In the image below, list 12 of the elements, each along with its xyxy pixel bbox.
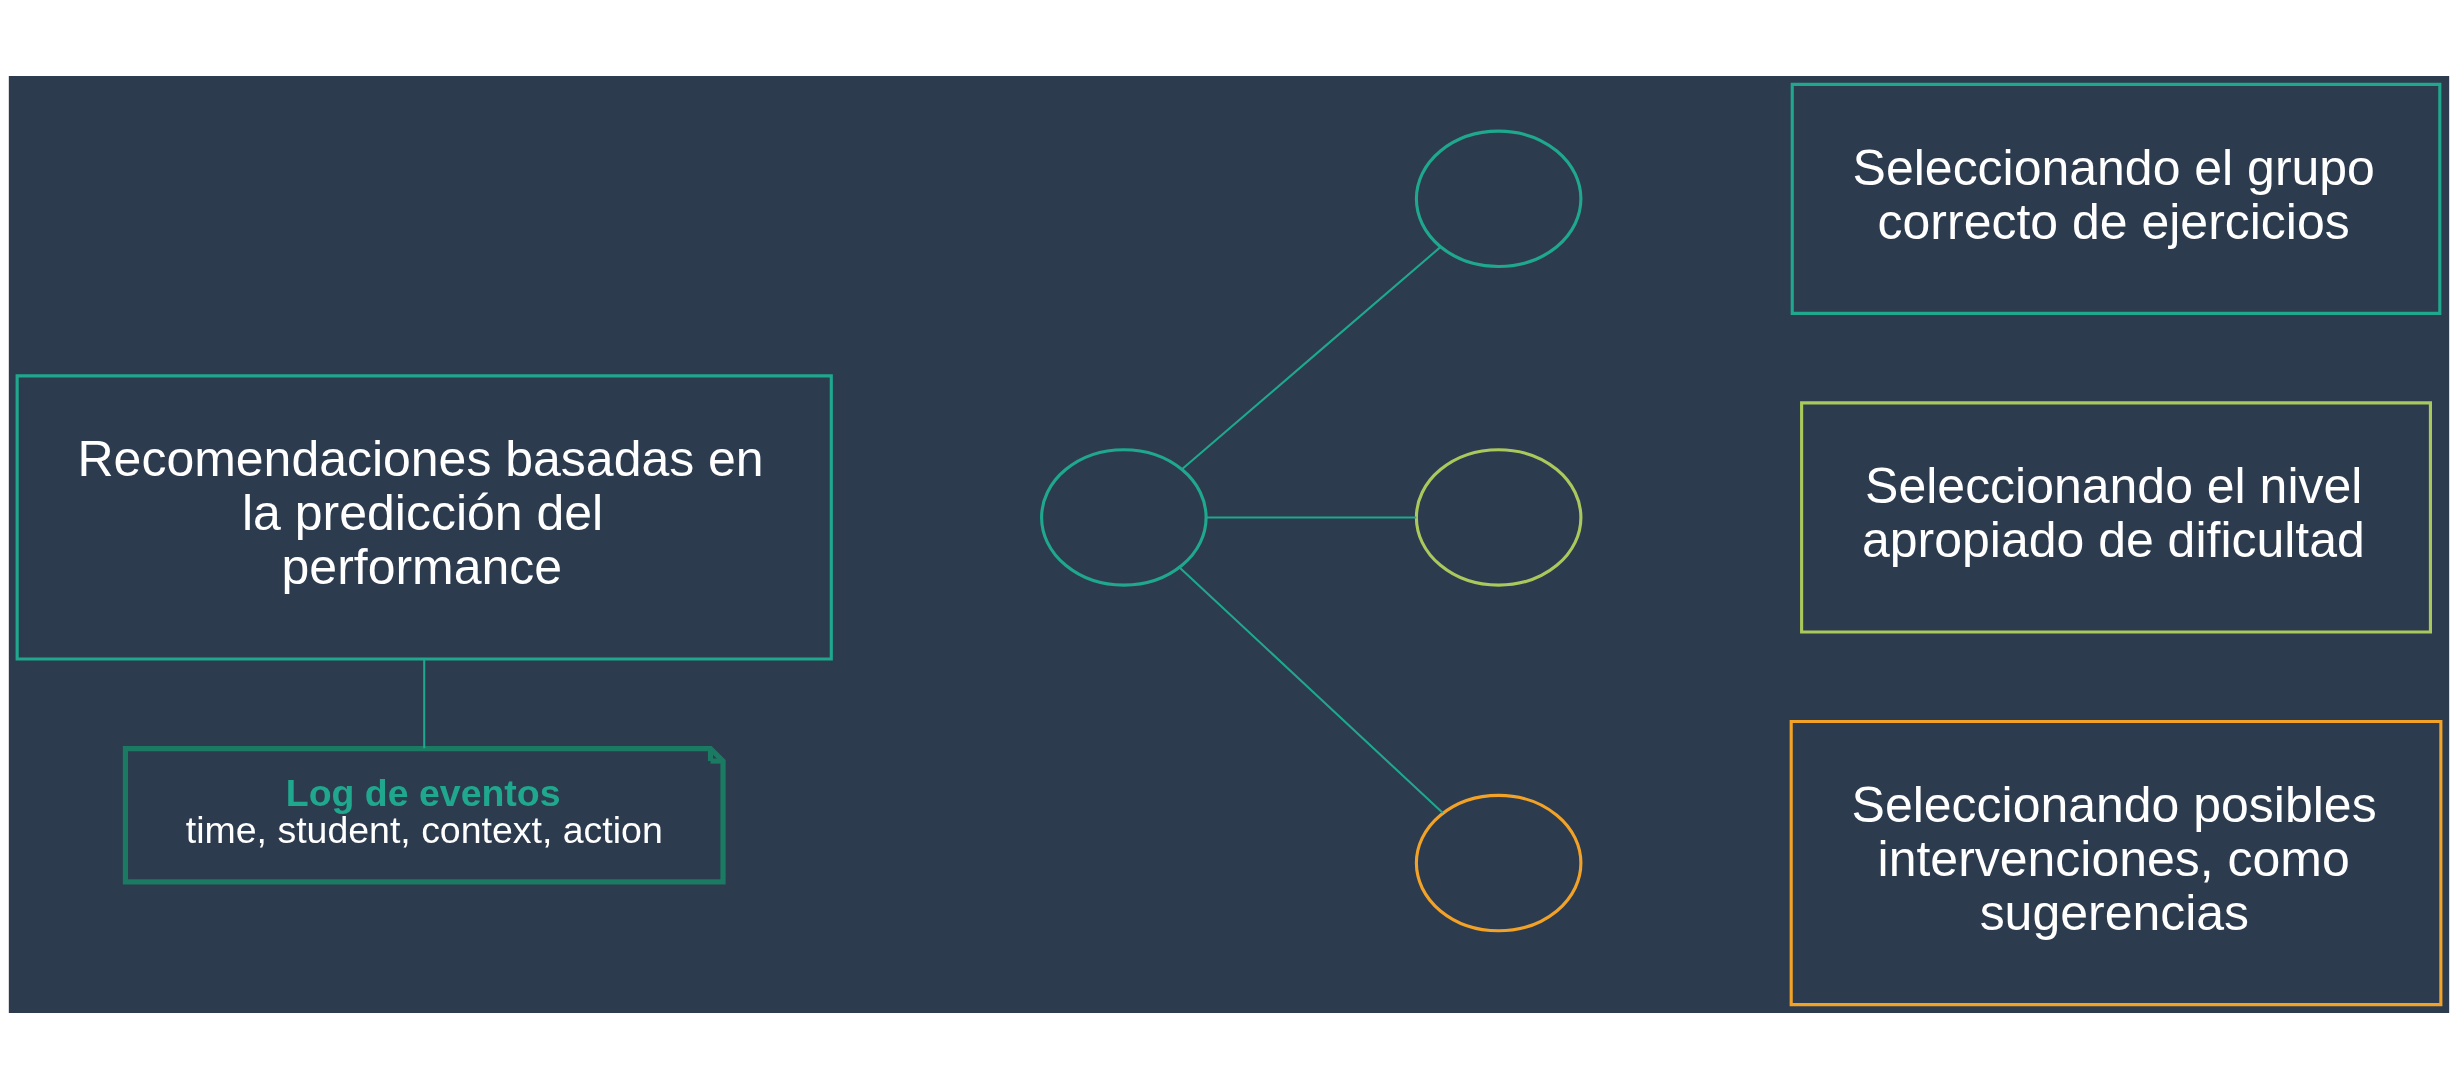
node-circle xyxy=(1414,129,1583,269)
node-circle xyxy=(1040,448,1208,587)
node-circle xyxy=(1414,793,1583,933)
connector xyxy=(1206,516,1417,519)
connector xyxy=(1181,246,1442,470)
node-circle xyxy=(1414,448,1583,587)
connector xyxy=(423,659,426,749)
node-box: Seleccionando el nivel apropiado de dificultad xyxy=(1800,401,2432,634)
node-box: Recomendaciones basadas en la predicción del performance xyxy=(15,374,833,661)
connector xyxy=(1179,566,1444,814)
node-box: Seleccionando posibles intervenciones, como sugerencias xyxy=(1789,719,2443,1007)
node-box: Seleccionando el grupo correcto de ejercicios xyxy=(1790,82,2442,315)
